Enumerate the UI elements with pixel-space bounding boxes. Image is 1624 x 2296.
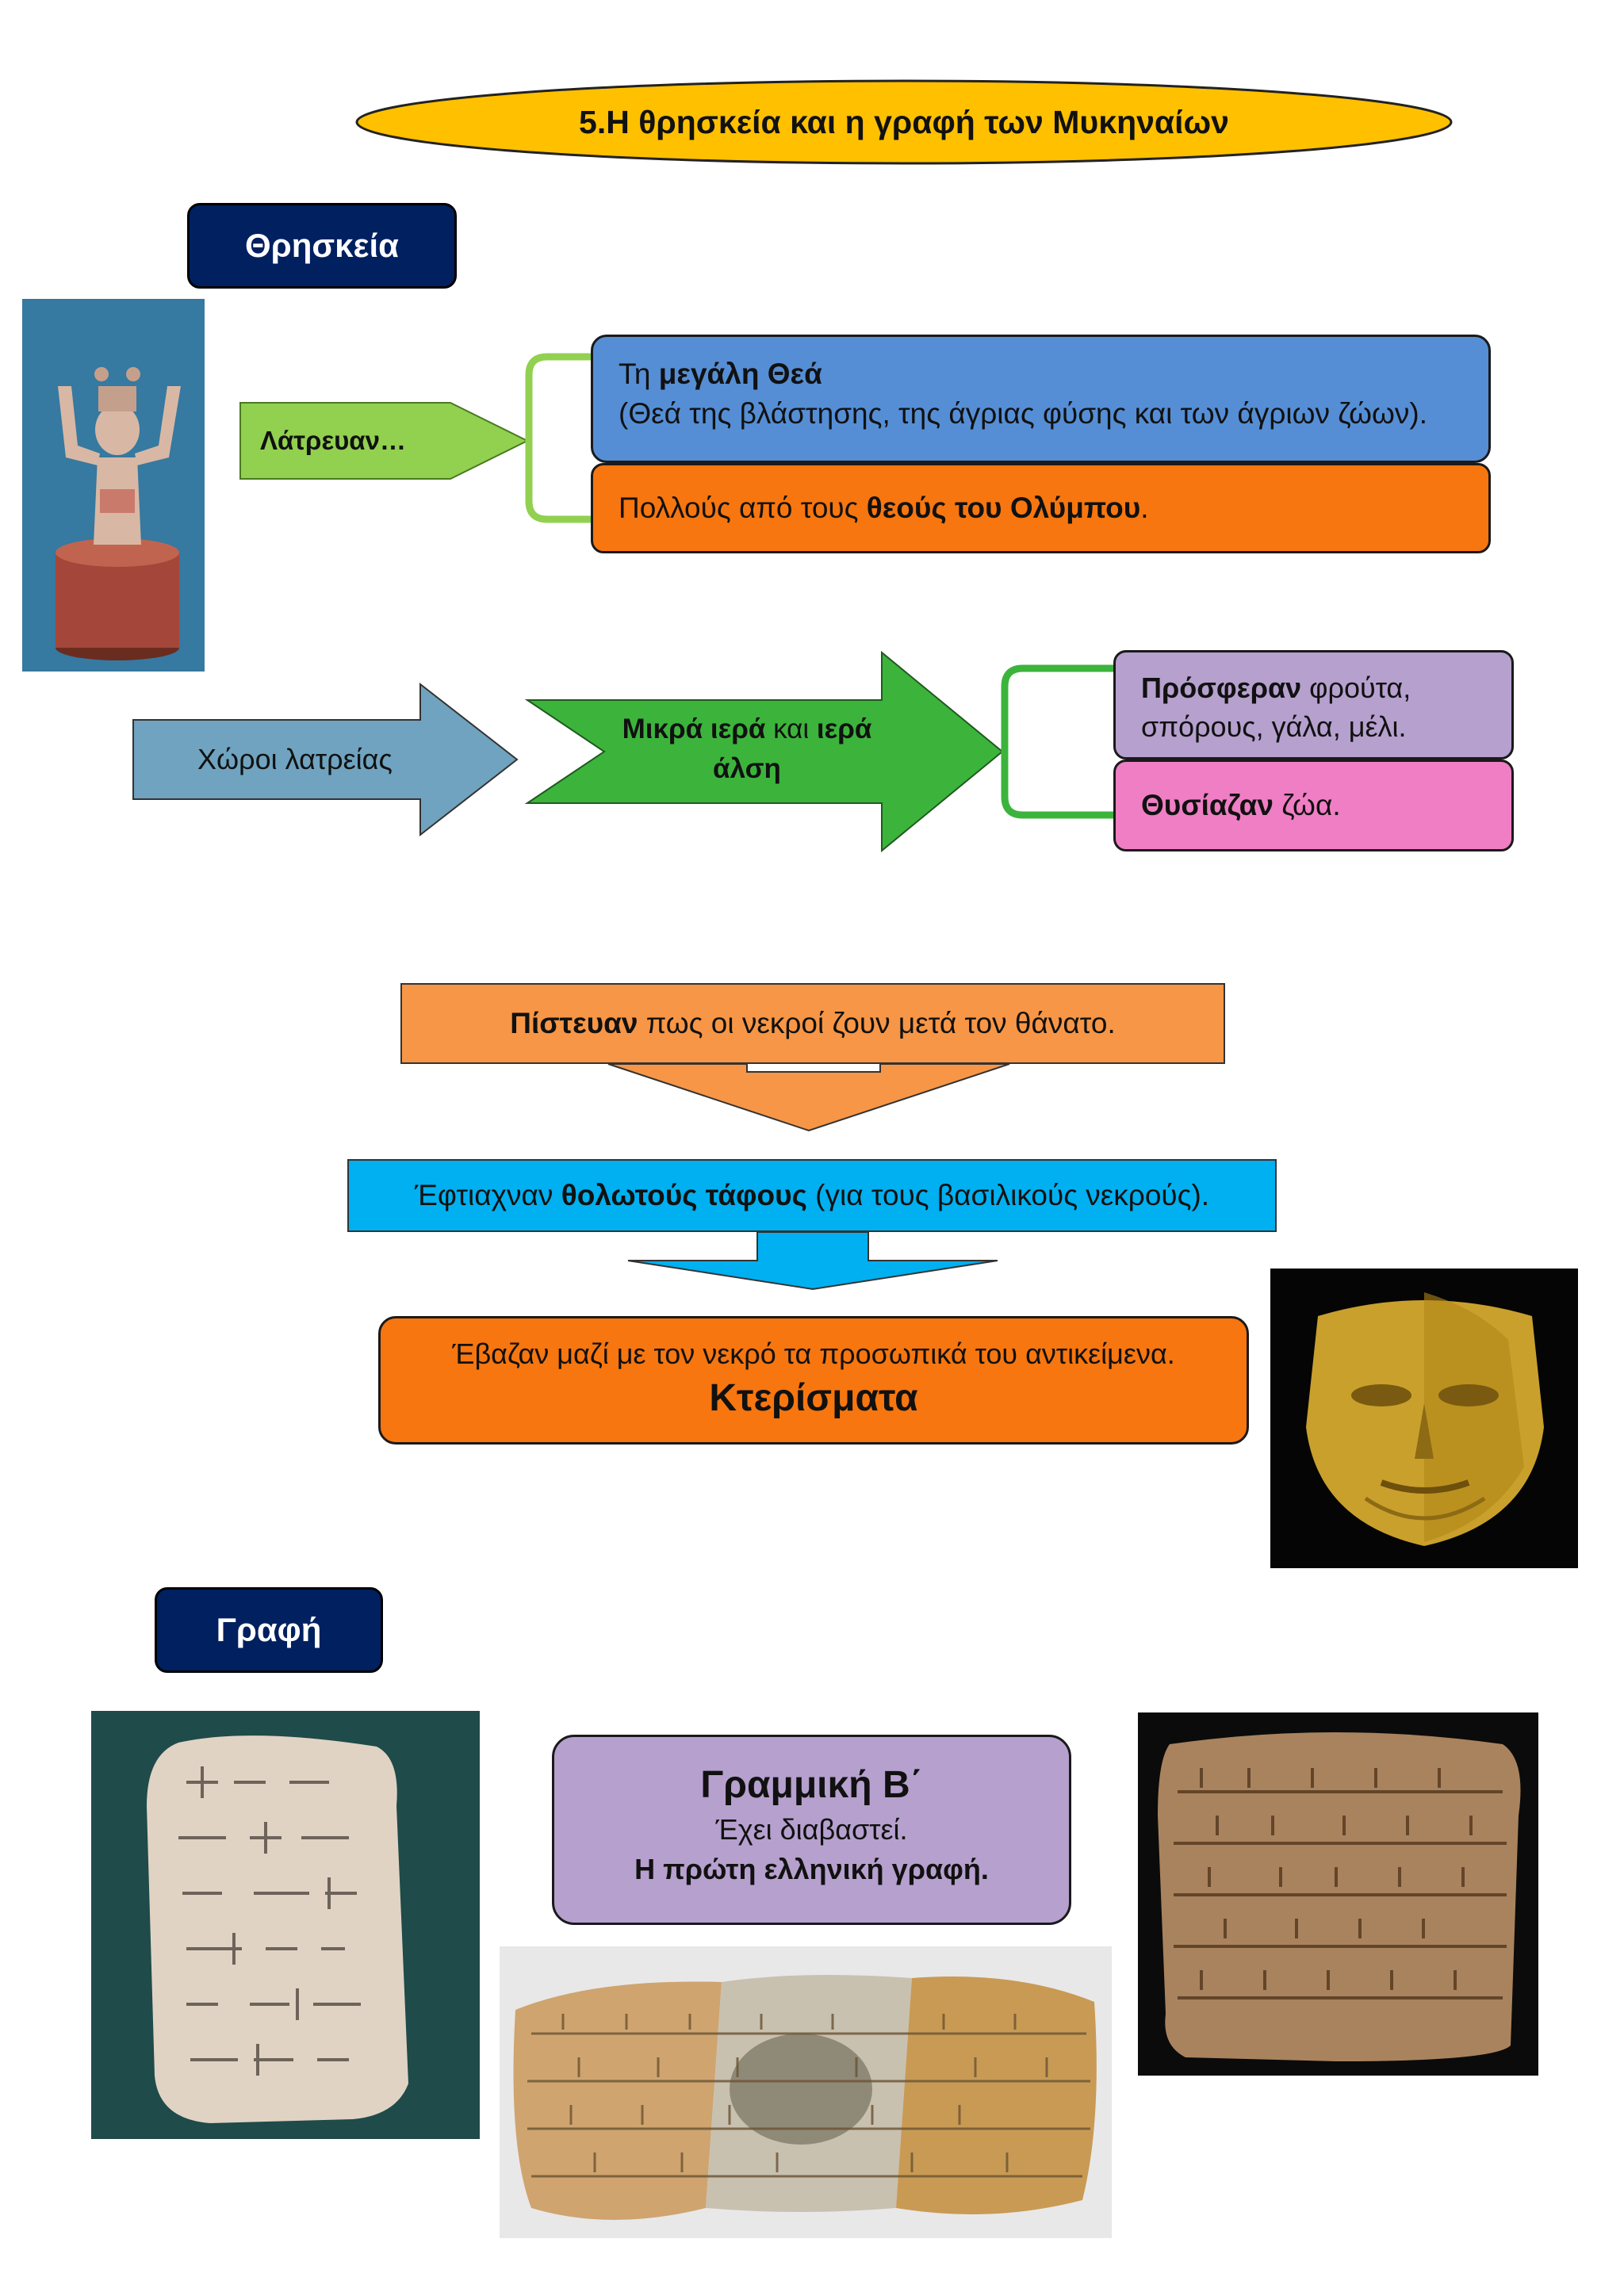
olympian-gods-box: Πολλούς από τους θεούς του Ολύμπου. [591, 463, 1491, 553]
olympian-gods-post: . [1140, 492, 1149, 524]
gold-mask-image [1270, 1269, 1578, 1568]
places-of-worship-arrow: Χώροι λατρείας [131, 682, 519, 837]
sacrifice-box: Θυσίαζαν ζώα. [1113, 760, 1514, 851]
afterlife-belief-rest: πως οι νεκροί ζουν μετά τον θάνατο. [638, 1007, 1116, 1039]
down-arrow-2 [626, 1230, 999, 1291]
section-header-writing-label: Γραφή [216, 1611, 322, 1648]
linear-b-line-2: Η πρώτη ελληνική γραφή. [634, 1853, 989, 1885]
afterlife-belief-bold: Πίστευαν [510, 1007, 638, 1039]
tholos-tombs-box: Έφτιαχναν θολωτούς τάφους (για τους βασι… [347, 1159, 1277, 1232]
tholos-tombs-pre: Έφτιαχναν [414, 1179, 561, 1211]
olympian-gods-pre: Πολλούς από τους [619, 492, 867, 524]
great-goddess-box: Τη μεγάλη Θεά (Θεά της βλάστησης, της άγ… [591, 335, 1491, 463]
down-arrow-1 [607, 1062, 1011, 1132]
sanctuaries-bold-1: Μικρά ιερά [622, 714, 766, 744]
sanctuaries-arrow: Μικρά ιερά και ιερά άλση [525, 650, 1005, 853]
great-goddess-line: Τη μεγάλη Θεά [619, 354, 1488, 394]
great-goddess-pre: Τη [619, 358, 659, 390]
sacrifice-bold: Θυσίαζαν [1141, 789, 1274, 821]
grave-goods-bold: Κτερίσματα [709, 1377, 918, 1419]
linear-b-line-1: Έχει διαβαστεί. [715, 1813, 908, 1846]
offerings-rest: φρούτα, σπόρους, γάλα, μέλι. [1141, 672, 1411, 743]
linear-b-title: Γραμμική Β΄ [700, 1764, 923, 1806]
linear-b-tablet-bottom-image [500, 1946, 1112, 2238]
offerings-box: Πρόσφεραν φρούτα, σπόρους, γάλα, μέλι. [1113, 650, 1514, 760]
offerings-bold: Πρόσφεραν [1141, 672, 1302, 704]
linear-b-tablet-right-image [1138, 1712, 1538, 2076]
sacrifice-line: Θυσίαζαν ζώα. [1141, 786, 1341, 825]
section-header-religion-label: Θρησκεία [245, 227, 399, 264]
page-title-banner: 5.Η θρησκεία και η γραφή των Μυκηναίων [353, 78, 1455, 166]
goddess-figurine-image [22, 299, 205, 672]
section-header-religion: Θρησκεία [187, 203, 457, 289]
tholos-tombs-bold: θολωτούς τάφους [561, 1179, 807, 1211]
sanctuaries-label: Μικρά ιερά και ιερά άλση [596, 710, 898, 789]
great-goddess-desc: (Θεά της βλάστησης, της άγριας φύσης και… [619, 397, 1427, 430]
worship-arrow: Λάτρευαν… [238, 400, 531, 481]
sanctuaries-bold-2: ιερά άλση [713, 714, 872, 784]
tholos-tombs-line: Έφτιαχναν θολωτούς τάφους (για τους βασι… [415, 1176, 1209, 1215]
olympian-gods-line: Πολλούς από τους θεούς του Ολύμπου. [619, 488, 1149, 528]
afterlife-belief-line: Πίστευαν πως οι νεκροί ζουν μετά τον θάν… [510, 1004, 1116, 1043]
olympian-gods-bold: θεούς του Ολύμπου [866, 492, 1141, 524]
afterlife-belief-box: Πίστευαν πως οι νεκροί ζουν μετά τον θάν… [400, 983, 1225, 1064]
offerings-bracket [995, 664, 1122, 819]
great-goddess-bold: μεγάλη Θεά [658, 358, 822, 390]
places-of-worship-label: Χώροι λατρείας [197, 743, 393, 775]
linear-b-tablet-left-image [91, 1711, 480, 2139]
grave-goods-text: Έβαζαν μαζί με τον νεκρό τα προσωπικά το… [452, 1337, 1175, 1370]
worship-bracket [519, 353, 599, 523]
worship-arrow-label: Λάτρευαν… [260, 426, 406, 455]
tholos-tombs-post: (για τους βασιλικούς νεκρούς). [806, 1179, 1210, 1211]
linear-b-box: Γραμμική Β΄ Έχει διαβαστεί. Η πρώτη ελλη… [552, 1735, 1071, 1925]
sanctuaries-mid: και [765, 714, 817, 744]
grave-goods-box: Έβαζαν μαζί με τον νεκρό τα προσωπικά το… [378, 1316, 1249, 1445]
section-header-writing: Γραφή [155, 1587, 383, 1673]
page-title: 5.Η θρησκεία και η γραφή των Μυκηναίων [579, 103, 1229, 140]
sacrifice-rest: ζώα. [1273, 789, 1341, 821]
